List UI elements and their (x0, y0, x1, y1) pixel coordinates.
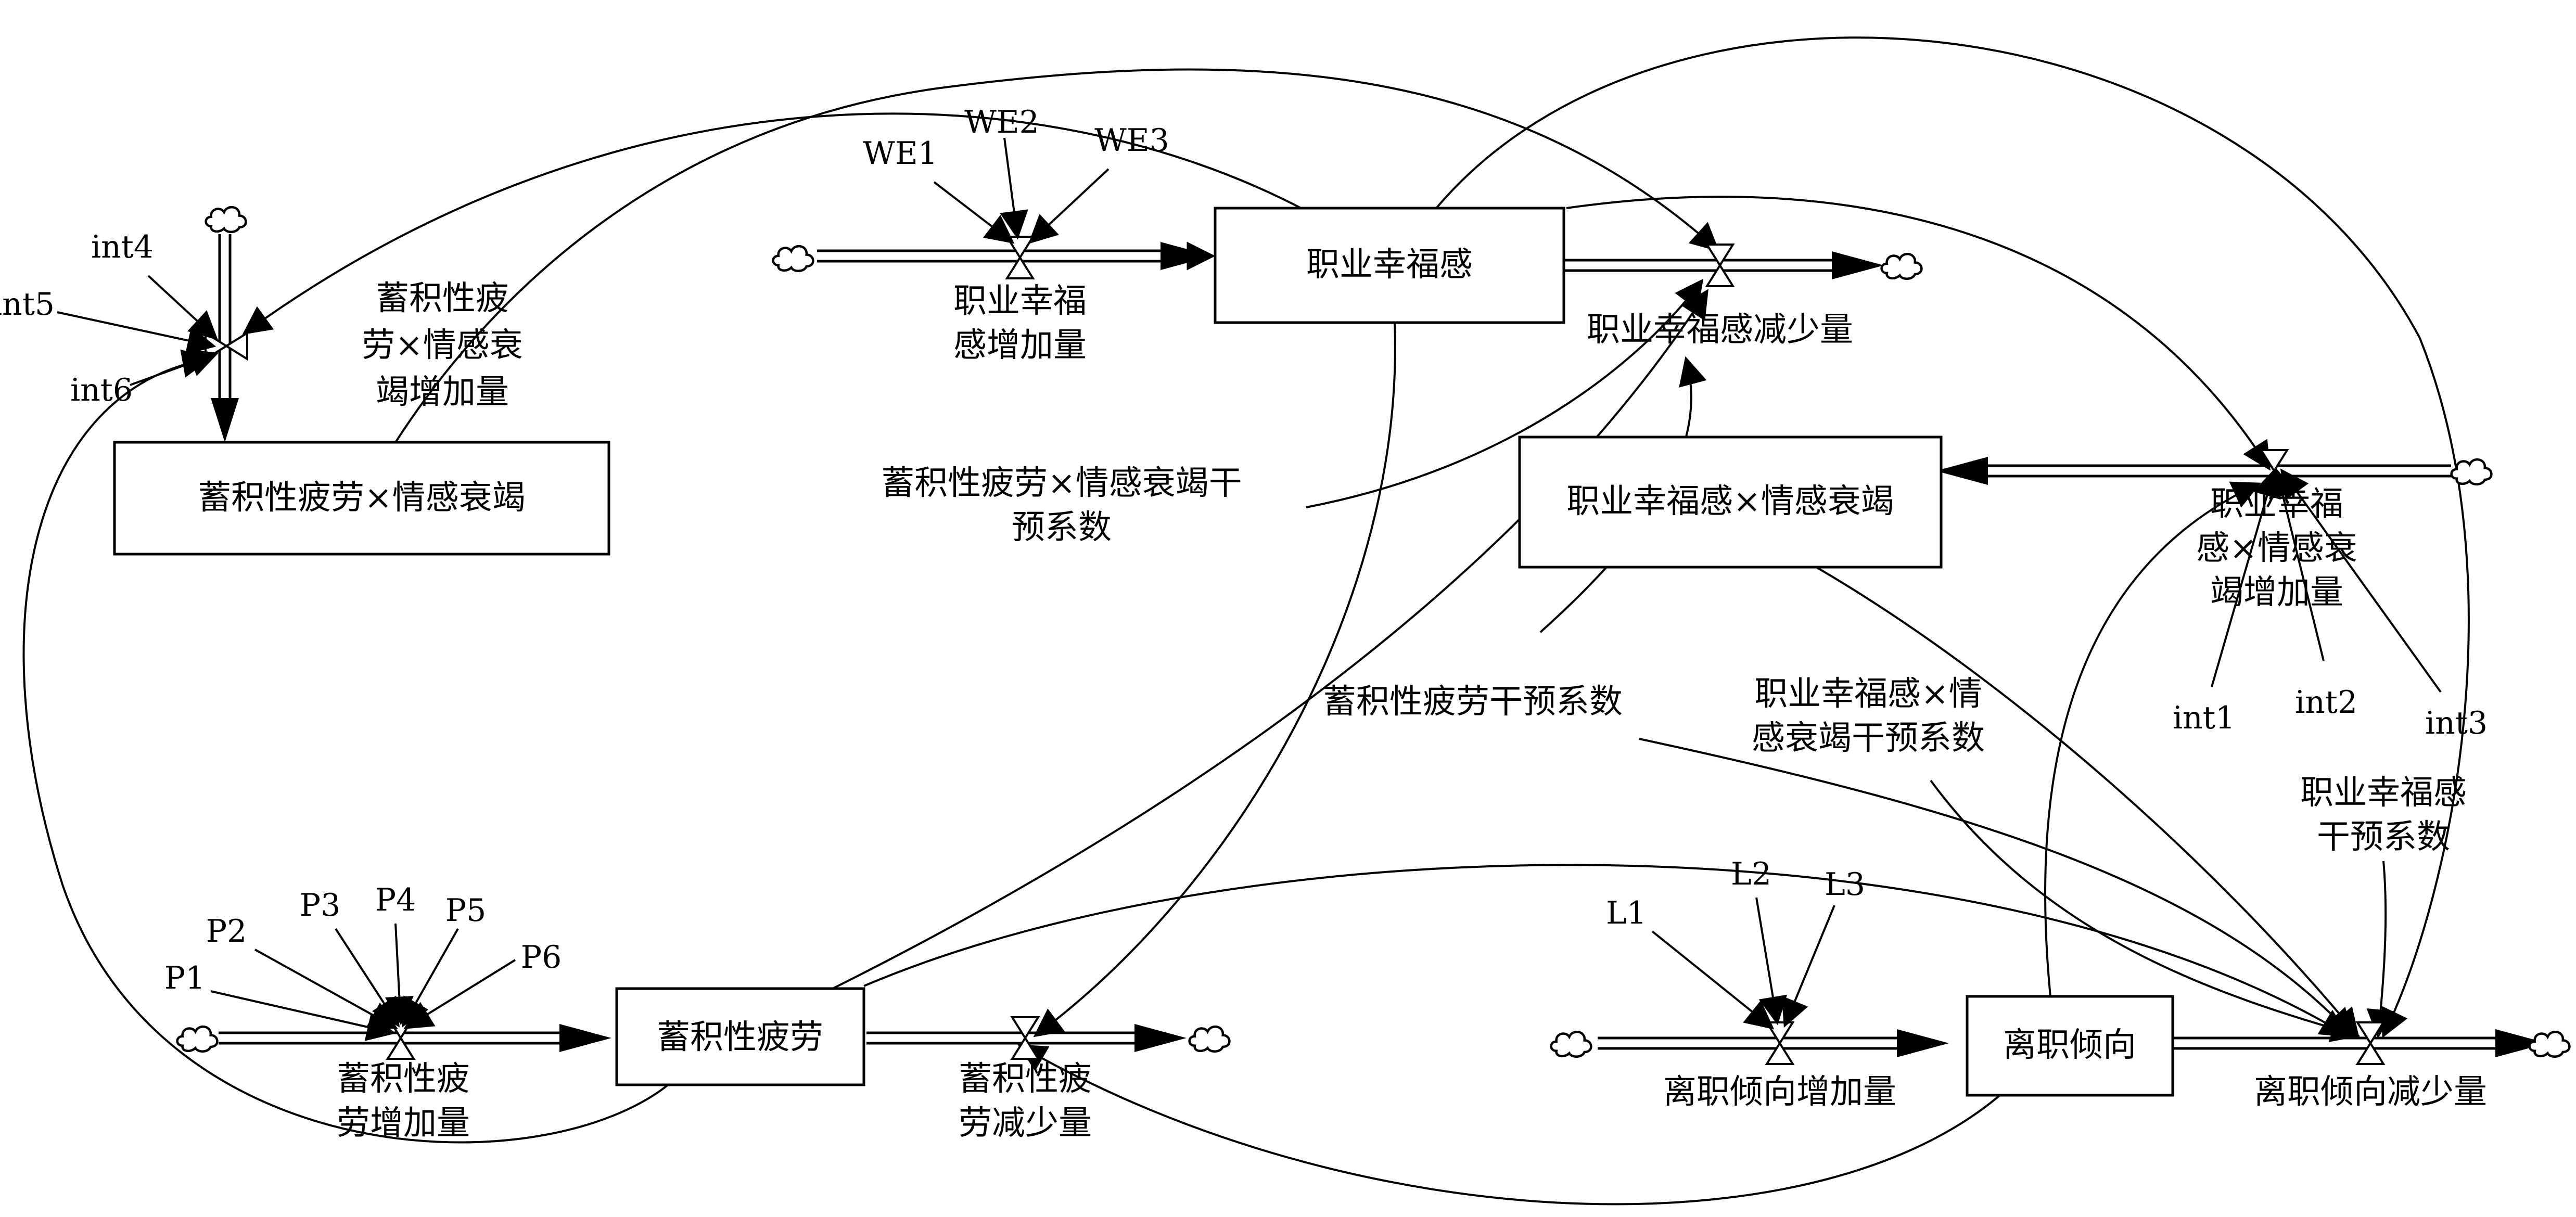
flow-pipes (218, 234, 2503, 1050)
input-l1-label: L1 (1606, 895, 1647, 931)
flow-we-decrease-label: 职业幸福感减少量 (1587, 311, 1853, 349)
cloud-icon (1882, 254, 1922, 279)
valve-icon (1010, 1016, 1040, 1060)
flow-cf-increase-label-1: 蓄积性疲 (337, 1060, 470, 1098)
link-cf-ee-coef-to-we-decrease (1306, 278, 1704, 508)
link-cf-ee-to-we-decrease (394, 68, 1720, 443)
aux-we-coef-label-1: 职业幸福感 (2300, 774, 2467, 812)
cloud-icon (206, 207, 246, 232)
aux-labels: 蓄积性疲劳×情感衰竭干 预系数 蓄积性疲劳干预系数 职业幸福感×情 感衰竭干预系… (881, 464, 2467, 856)
flow-cf-increase-label-2: 劳增加量 (337, 1104, 470, 1143)
information-links (22, 36, 2470, 1206)
cloud-icon (177, 1027, 218, 1052)
stock-we-box (1214, 207, 1565, 324)
input-int1-label: int1 (2173, 700, 2235, 736)
flow-labels: 职业幸福 感增加量 职业幸福感减少量 蓄积性疲 劳×情感衰 竭增加量 职业幸福 … (337, 279, 2487, 1143)
input-l3-label: L3 (1825, 866, 1865, 903)
flow-cf-decrease-label-1: 蓄积性疲 (959, 1060, 1092, 1098)
aux-we-coef-label-2: 干预系数 (2317, 818, 2450, 856)
input-p2-label: P2 (206, 913, 247, 950)
valve-icon (1765, 1021, 1795, 1065)
link-we-coef-to-ti-decrease (2366, 861, 2395, 1039)
input-int6-label: int6 (70, 372, 133, 408)
aux-we-ee-coef-label-2: 感衰竭干预系数 (1752, 719, 1985, 758)
flow-ti-decrease-label: 离职倾向减少量 (2254, 1073, 2487, 1111)
input-int4-label: int4 (91, 229, 154, 265)
link-we-to-cf-decrease (1033, 322, 1396, 1037)
input-p3-label: P3 (300, 887, 341, 924)
stock-cf-box (615, 987, 865, 1086)
link-we-to-we-ee-increase (1566, 196, 2271, 471)
input-p6-label: P6 (521, 939, 562, 976)
stock-we-label: 职业幸福感 (1306, 246, 1473, 284)
input-p5-label: P5 (445, 892, 487, 929)
input-l2-label: L2 (1731, 856, 1771, 892)
stock-cf-ee-box (113, 441, 610, 556)
flow-we-increase-label-1: 职业幸福 (953, 282, 1087, 321)
aux-cf-coef-label: 蓄积性疲劳干预系数 (1323, 683, 1623, 721)
valve-icon (1005, 236, 1035, 279)
input-we1-label: WE1 (863, 135, 938, 172)
valve-icon (2355, 1021, 2386, 1065)
input-we3-label: WE3 (1094, 122, 1169, 159)
flow-cf-ee-increase-label-3: 竭增加量 (376, 373, 509, 412)
pipe-arrowheads (211, 242, 2547, 1057)
clouds (177, 207, 2570, 1057)
link-we-ee-to-ti-decrease (1815, 566, 2360, 1038)
cloud-icon (1551, 1032, 1591, 1057)
input-p4-label: P4 (375, 882, 416, 918)
valve-icon (386, 1016, 416, 1060)
input-we2-label: WE2 (964, 104, 1039, 140)
valve-icon (1705, 244, 1735, 287)
flow-cf-decrease-label-2: 劳减少量 (959, 1104, 1092, 1143)
flow-we-ee-increase-label-3: 竭增加量 (2210, 573, 2343, 612)
link-cf-to-ti-decrease (863, 864, 2350, 1037)
stock-ti-label: 离职倾向 (2003, 1026, 2136, 1065)
link-cf-to-cf-ee-increase (22, 349, 672, 1144)
stock-cf-ee-label: 蓄积性疲劳×情感衰竭 (198, 479, 526, 517)
flow-we-ee-increase-label-2: 感×情感衰 (2196, 529, 2357, 568)
input-links (57, 137, 2442, 1041)
input-int3-label: int3 (2425, 705, 2488, 741)
cloud-icon (773, 246, 813, 271)
link-ti-to-we-ee-increase (2044, 481, 2261, 997)
stock-we-ee-box (1518, 435, 1943, 569)
cloud-icon (2452, 459, 2492, 484)
link-ti-to-cf-decrease (1017, 1044, 2010, 1206)
flow-we-increase-label-2: 感增加量 (953, 326, 1087, 365)
stock-ti-box (1966, 995, 2174, 1097)
aux-cf-ee-coef-label-2: 预系数 (1012, 508, 1112, 547)
aux-cf-ee-coef-label-1: 蓄积性疲劳×情感衰竭干 (881, 464, 1242, 503)
stock-we-ee-label: 职业幸福感×情感衰竭 (1566, 482, 1894, 521)
stock-cf-label: 蓄积性疲劳 (657, 1018, 823, 1057)
aux-we-ee-coef-label-1: 职业幸福感×情 (1754, 675, 1982, 713)
link-we-ee-coef-to-ti-decrease (1930, 779, 2361, 1042)
link-we-to-cf-ee-increase (242, 112, 1302, 335)
flow-ti-increase-label: 离职倾向增加量 (1663, 1073, 1896, 1111)
input-int5-label: int5 (0, 286, 55, 323)
cloud-icon (1190, 1027, 1230, 1052)
flow-cf-ee-increase-label-2: 劳×情感衰 (362, 326, 523, 365)
cloud-icon (2530, 1032, 2570, 1057)
stocks: 职业幸福感 蓄积性疲劳×情感衰竭 职业幸福感×情感衰竭 蓄积性疲劳 离职倾向 (113, 207, 2174, 1097)
link-we-to-ti-decrease (1435, 36, 2470, 1038)
input-labels: WE1 WE2 WE3 int4 int5 int6 int1 int2 int… (0, 104, 2488, 996)
link-cf-to-we-decrease (832, 289, 1708, 990)
link-cf-coef-to-ti-decrease (1639, 738, 2354, 1038)
flow-cf-ee-increase-label-1: 蓄积性疲 (376, 279, 509, 318)
input-p1-label: P1 (164, 960, 206, 996)
input-int2-label: int2 (2295, 684, 2357, 721)
flow-we-ee-increase-label-1: 职业幸福 (2210, 485, 2343, 523)
